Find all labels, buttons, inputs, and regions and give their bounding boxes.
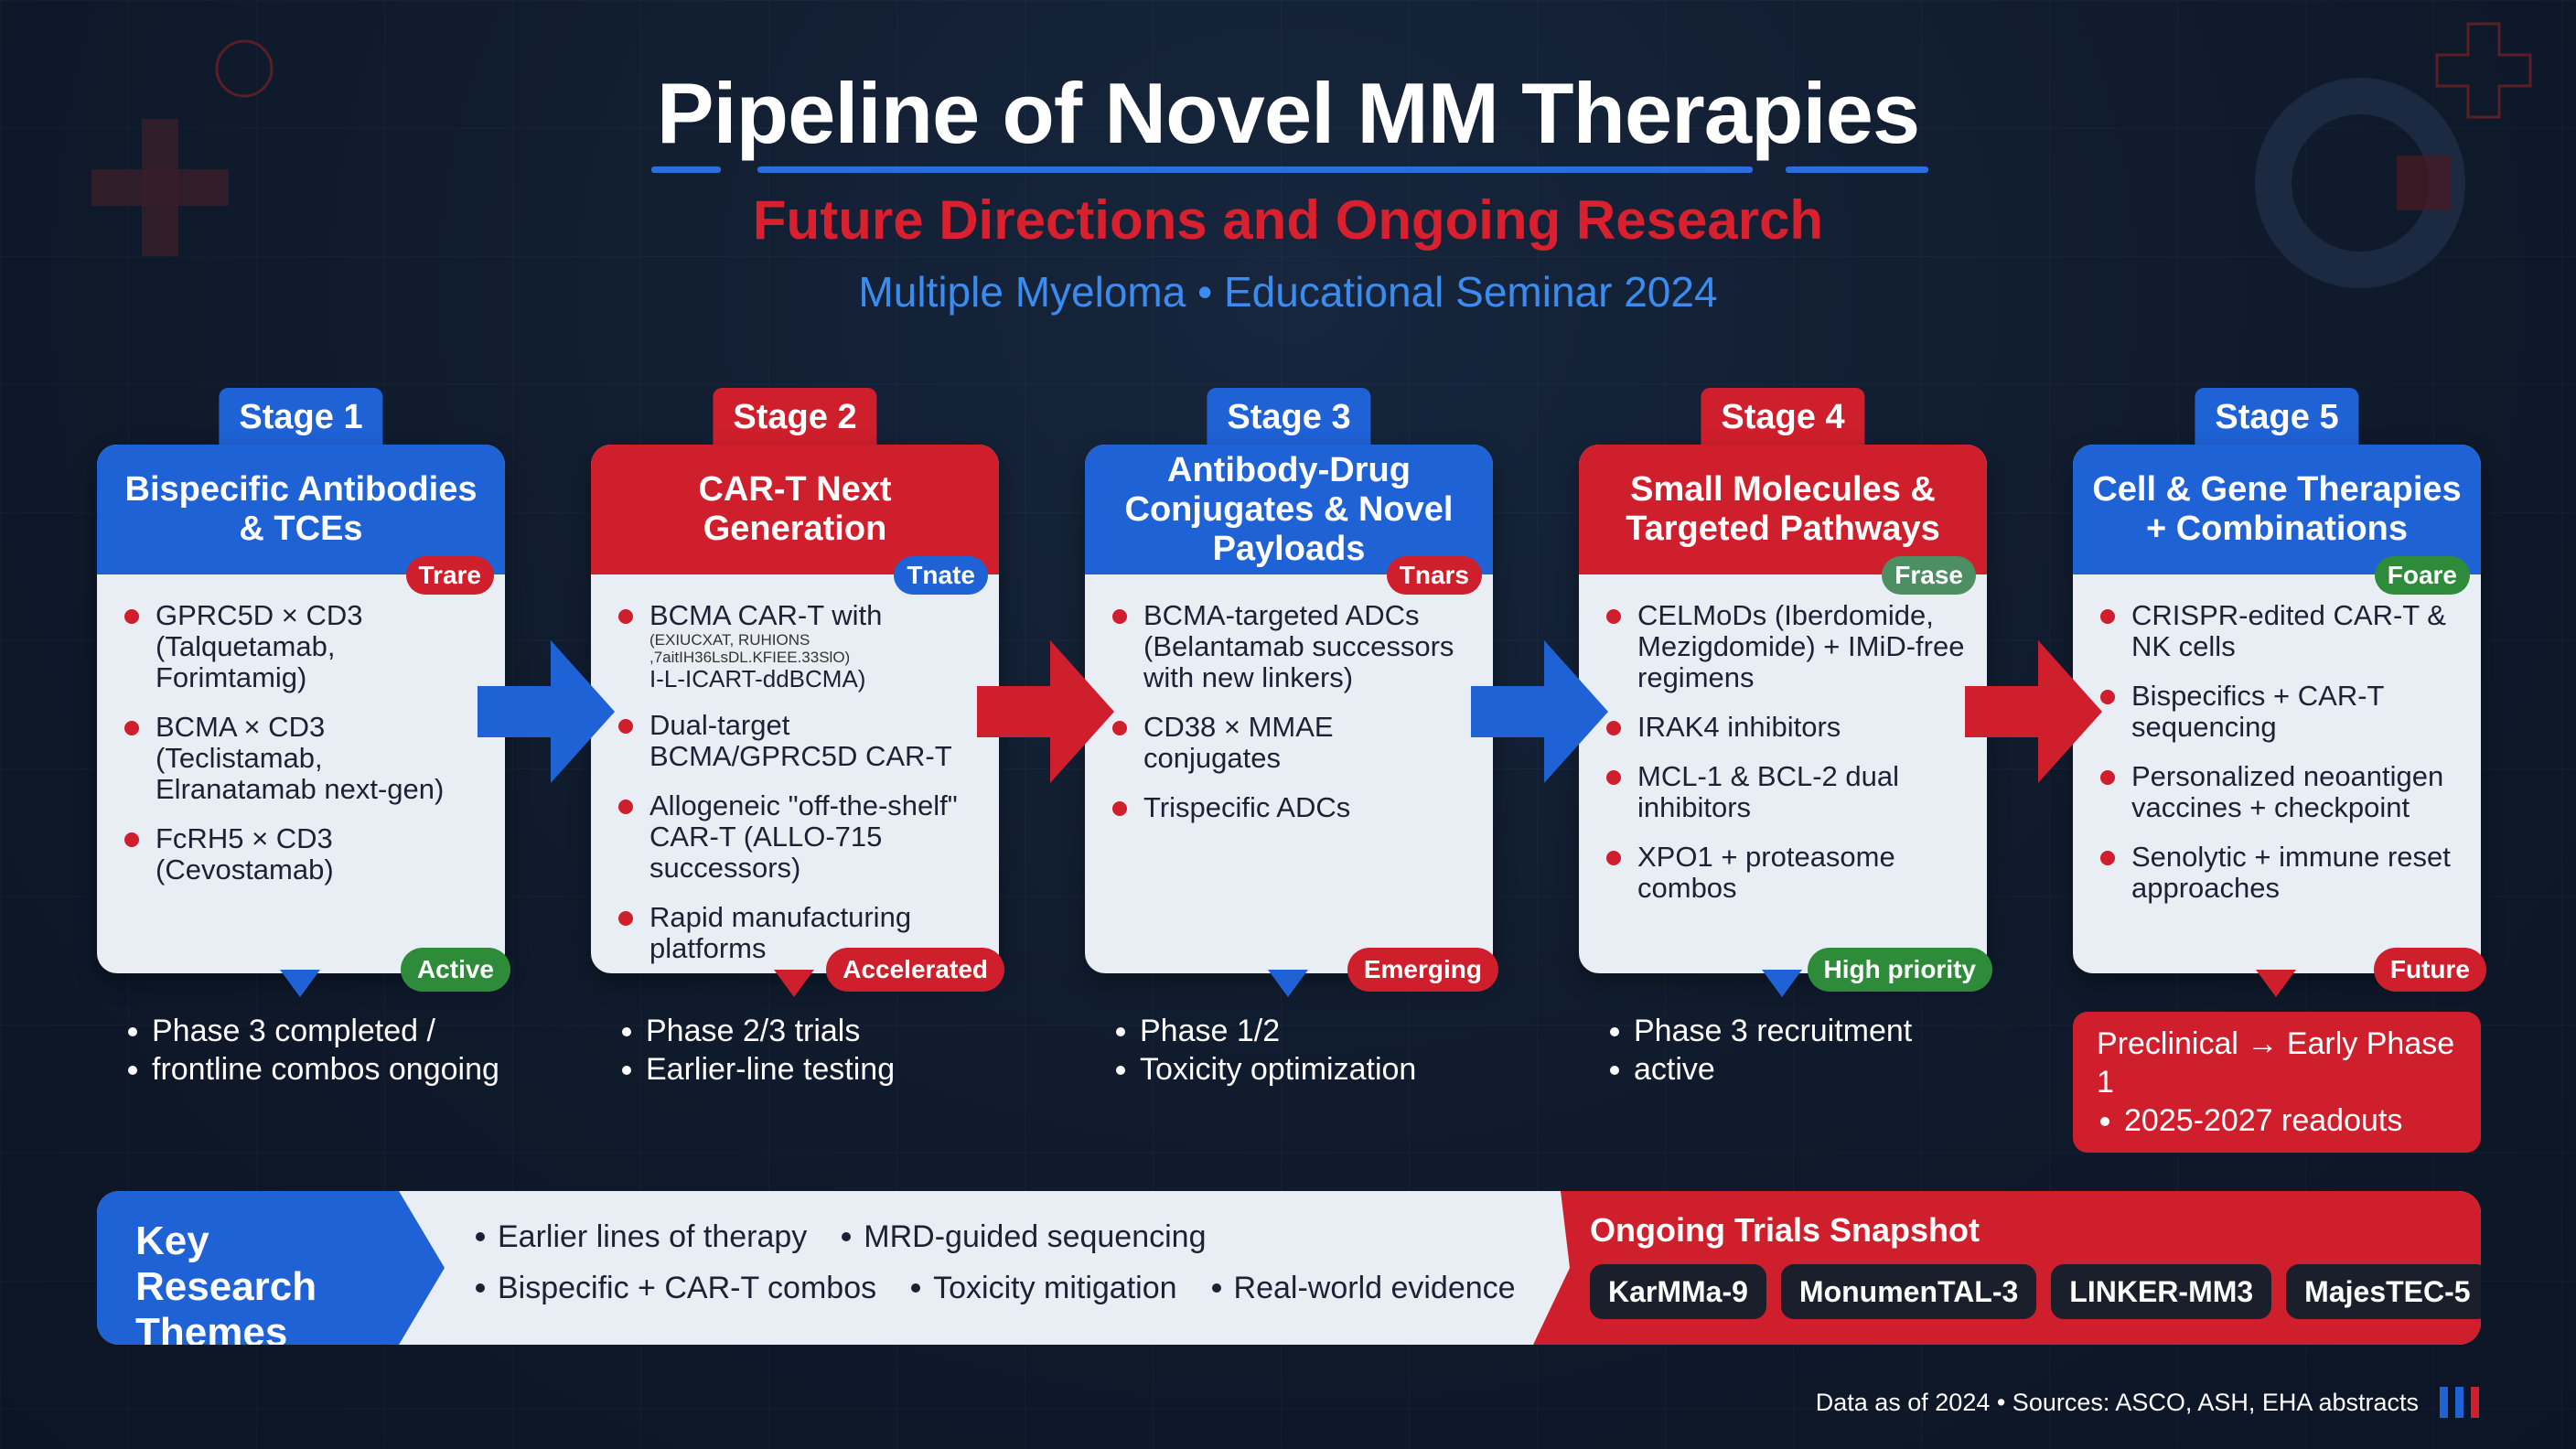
stage-item: Senolytic + immune reset approaches: [2100, 842, 2464, 904]
phase-list: Phase 2/3 trials Earlier-line testing: [618, 1012, 1021, 1089]
decor-cross-icon: [91, 119, 229, 256]
trial-chip: MajesTEC-5: [2286, 1264, 2481, 1319]
stage-item: CD38 × MMAE conjugates: [1112, 712, 1476, 774]
phase-item: frontline combos ongoing: [124, 1050, 527, 1089]
stage-item: GPRC5D × CD3 (Talquetamab, Forimtamig): [124, 600, 488, 693]
theme-item: MRD-guided sequencing: [838, 1218, 1207, 1255]
trials-title: Ongoing Trials Snapshot: [1590, 1211, 1980, 1249]
stage-heading: Antibody-Drug Conjugates & Novel Payload…: [1085, 445, 1493, 574]
stage-item: Trispecific ADCs: [1112, 792, 1476, 823]
decor-ring-icon: [2255, 78, 2465, 288]
brand-bars-icon: [2440, 1387, 2479, 1418]
stage-heading: Bispecific Antibodies & TCEs: [97, 445, 505, 574]
phase-item: Phase 2/3 trials: [618, 1012, 1021, 1050]
phase-item: Toxicity optimization: [1112, 1050, 1515, 1089]
stage-item: FcRH5 × CD3 (Cevostamab): [124, 823, 488, 886]
stage-item: MCL-1 & BCL-2 dual inhibitors: [1606, 761, 1970, 823]
stage-item: Personalized neoantigen vaccines + check…: [2100, 761, 2464, 823]
research-band: Key Research Themes Earlier lines of the…: [97, 1191, 2481, 1345]
stage-item: Dual-target BCMA/GPRC5D CAR-T: [618, 710, 982, 772]
status-badge: Accelerated: [826, 948, 1004, 992]
phase-item: Phase 3 completed /: [124, 1012, 527, 1050]
event-label: Multiple Myeloma • Educational Seminar 2…: [858, 268, 1718, 316]
stage-card: Antibody-Drug Conjugates & Novel Payload…: [1085, 445, 1498, 992]
stage-item: BCMA-targeted ADCs (Belantamab successor…: [1112, 600, 1476, 693]
phase-list: Phase 3 completed / frontline combos ong…: [124, 1012, 527, 1089]
stage-item-subline: I-L-ICART-ddBCMA): [649, 665, 866, 692]
phase-list: Phase 3 recruitment active: [1606, 1012, 2009, 1089]
footer-sources: Data as of 2024 • Sources: ASCO, ASH, EH…: [1815, 1389, 2419, 1416]
theme-item: Toxicity mitigation: [907, 1270, 1177, 1306]
stage-item-fine-print: (EXIUCXAT, RUHIONS ,7aitIH36LsDL.KFIEE.3…: [649, 631, 851, 666]
decor-circle-icon: [215, 39, 274, 98]
arrow-right-icon: [1965, 640, 2102, 783]
phase-item: Preclinical → Early Phase 1: [2097, 1026, 2455, 1100]
stage-pointer: [280, 970, 320, 997]
stage-tab: Stage 4: [1701, 388, 1865, 446]
stage-card: Cell & Gene Therapies + Combinations Foa…: [2073, 445, 2486, 992]
arrow-right-icon: [977, 640, 1114, 783]
page-title: Pipeline of Novel MM Therapies: [656, 65, 1920, 161]
stage-item: BCMA CAR-T with (EXIUCXAT, RUHIONS ,7ait…: [618, 600, 982, 692]
phase-item: 2025-2027 readouts: [2097, 1101, 2463, 1140]
title-underline: [651, 166, 721, 173]
themes-list: Earlier lines of therapy MRD-guided sequ…: [472, 1218, 1516, 1321]
stage-item: Rapid manufacturing platforms: [618, 902, 982, 964]
decor-plus-outline-icon: [2435, 22, 2532, 119]
stage-card: Small Molecules & Targeted Pathways Fras…: [1579, 445, 1992, 992]
phase-item: active: [1606, 1050, 2009, 1089]
stage-heading: Small Molecules & Targeted Pathways: [1579, 445, 1987, 574]
phase-item: Earlier-line testing: [618, 1050, 1021, 1089]
phase-list: Preclinical → Early Phase 1 2025-2027 re…: [2073, 1012, 2481, 1153]
stage-card: Bispecific Antibodies & TCEs Trare GPRC5…: [97, 445, 510, 992]
page-subtitle: Future Directions and Ongoing Research: [752, 189, 1824, 251]
stage-tab: Stage 5: [2195, 388, 2359, 446]
stage-tag: Tnars: [1386, 556, 1482, 595]
title-underline: [757, 166, 1753, 173]
phase-item: Phase 3 recruitment: [1606, 1012, 2009, 1050]
stage-item: IRAK4 inhibitors: [1606, 712, 1970, 743]
stage-tab: Stage 1: [219, 388, 383, 446]
stage-heading: CAR-T Next Generation: [591, 445, 999, 574]
stage-item: Allogeneic "off-the-shelf" CAR-T (ALLO-7…: [618, 790, 982, 884]
trial-chip: MonumenTAL-3: [1780, 1264, 2037, 1319]
arrow-right-icon: [1471, 640, 1608, 783]
status-badge: Future: [2373, 948, 2486, 992]
theme-item: Real-world evidence: [1208, 1270, 1516, 1306]
stage-item: CRISPR-edited CAR-T & NK cells: [2100, 600, 2464, 662]
theme-item: Earlier lines of therapy: [472, 1218, 807, 1255]
phase-item: Phase 1/2: [1112, 1012, 1515, 1050]
arrow-right-icon: [478, 640, 615, 783]
trial-chip: KarMMa-9: [1590, 1264, 1766, 1319]
status-badge: High priority: [1807, 948, 1992, 992]
stage-pointer: [1268, 970, 1308, 997]
theme-item: Bispecific + CAR-T combos: [472, 1270, 876, 1306]
trial-chip: LINKER-MM3: [2051, 1264, 2272, 1319]
stage-pointer: [2256, 970, 2296, 997]
stage-item: CELMoDs (Iberdomide, Mezigdomide) + IMiD…: [1606, 600, 1970, 693]
stage-item: BCMA × CD3 (Teclistamab, Elranatamab nex…: [124, 712, 488, 805]
stage-pointer: [1762, 970, 1802, 997]
title-underline: [1786, 166, 1928, 173]
stage-pointer: [774, 970, 814, 997]
stage-card: CAR-T Next Generation Tnate BCMA CAR-T w…: [591, 445, 1004, 992]
stage-item-text: BCMA CAR-T with: [649, 599, 883, 631]
stage-heading: Cell & Gene Therapies + Combinations: [2073, 445, 2481, 574]
stage-item: XPO1 + proteasome combos: [1606, 842, 1970, 904]
themes-label-panel: [97, 1191, 445, 1345]
phase-list: Phase 1/2 Toxicity optimization: [1112, 1012, 1515, 1089]
status-badge: Active: [400, 948, 510, 992]
themes-label: Key Research Themes: [135, 1218, 317, 1345]
stage-tab: Stage 2: [713, 388, 877, 446]
trials-list: KarMMa-9 MonumenTAL-3 LINKER-MM3 MajesTE…: [1590, 1264, 2481, 1319]
stage-tag: Trare: [405, 556, 494, 595]
status-badge: Emerging: [1347, 948, 1498, 992]
stage-tag: Foare: [2374, 556, 2470, 595]
stage-tag: Tnate: [894, 556, 988, 595]
stage-tag: Frase: [1882, 556, 1976, 595]
stage-item: Bispecifics + CAR-T sequencing: [2100, 681, 2464, 743]
stage-tab: Stage 3: [1207, 388, 1371, 446]
